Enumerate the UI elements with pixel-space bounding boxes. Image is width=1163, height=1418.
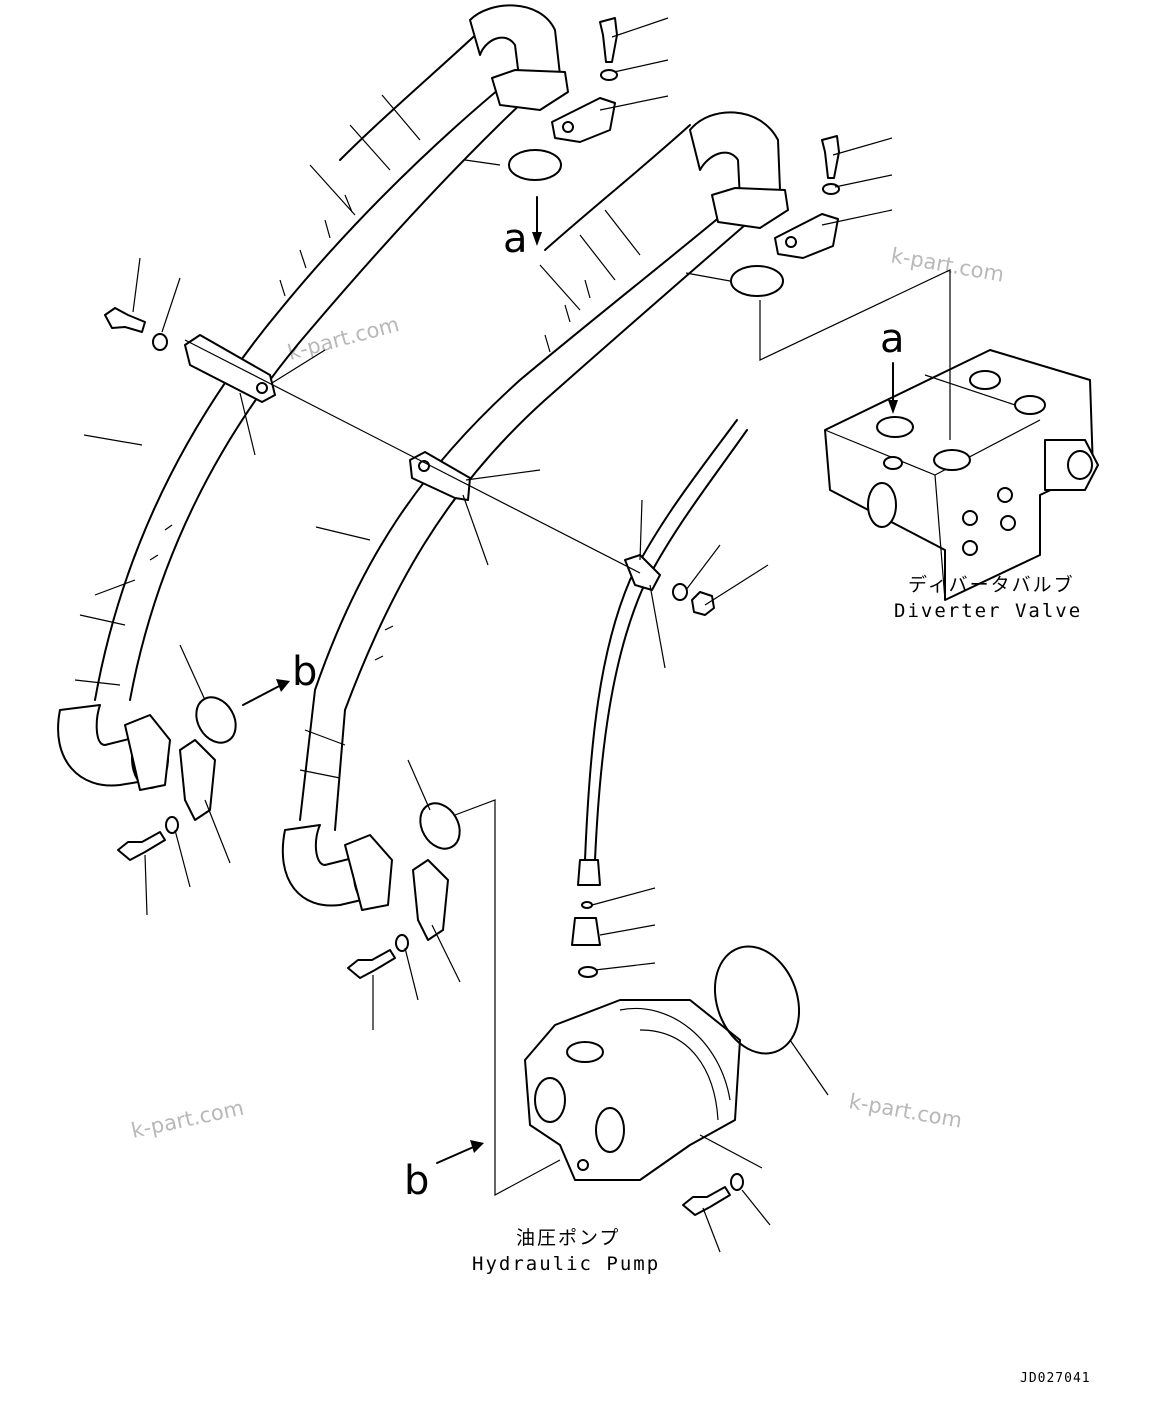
diverter-valve-label-en: Diverter Valve bbox=[894, 600, 1082, 622]
part-leader-lines bbox=[83, 17, 893, 1253]
o-ring-top-right bbox=[730, 265, 784, 297]
diverter-valve-label-jp: ディバータバルブ bbox=[908, 573, 1075, 596]
drain-tube bbox=[571, 419, 748, 978]
clamp-tie-line bbox=[184, 339, 641, 574]
leader-a-valve bbox=[759, 269, 951, 440]
hydraulic-pump bbox=[524, 999, 741, 1181]
watermark-4: k-part.com bbox=[847, 1089, 964, 1132]
drawing-code: JD027041 bbox=[1020, 1371, 1091, 1386]
hydraulic-pump-label-jp: 油圧ポンプ bbox=[516, 1227, 620, 1249]
callout-a-valve: a bbox=[880, 316, 905, 362]
pump-mount-bolt bbox=[682, 1173, 744, 1216]
arrow-b-mid bbox=[242, 682, 286, 706]
right-hose-assembly bbox=[281, 111, 789, 979]
o-ring-top-left bbox=[508, 149, 562, 181]
pump-o-ring bbox=[713, 945, 801, 1055]
hydraulic-pump-label-en: Hydraulic Pump bbox=[472, 1253, 660, 1275]
leader-b-pump bbox=[454, 799, 561, 1197]
callout-b-bottom: b bbox=[404, 1158, 429, 1204]
left-hose-assembly bbox=[57, 4, 569, 861]
diverter-valve bbox=[824, 349, 1099, 601]
callout-a-top: a bbox=[503, 216, 528, 262]
callout-b-mid: b bbox=[292, 649, 317, 695]
watermark-3: k-part.com bbox=[129, 1096, 246, 1143]
arrow-b-bottom bbox=[436, 1144, 479, 1164]
top-left-flange-hardware bbox=[551, 17, 618, 143]
watermark-1: k-part.com bbox=[889, 243, 1006, 286]
